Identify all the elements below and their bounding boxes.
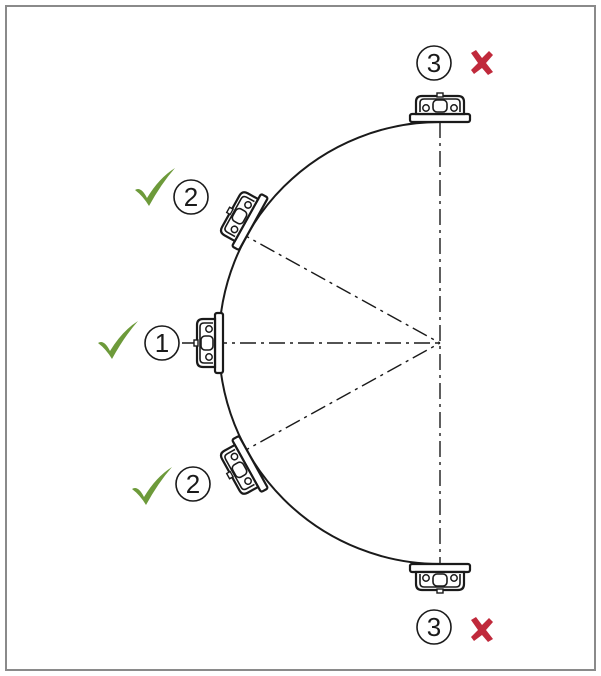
number-circle xyxy=(144,325,180,361)
number-circle xyxy=(416,45,452,81)
cross-icon xyxy=(471,50,493,75)
position-number: 1 xyxy=(155,328,169,358)
position-number: 2 xyxy=(186,469,200,499)
position-label-2: 2 xyxy=(132,466,211,505)
position-label-3: 3 xyxy=(416,45,493,81)
checkmark-icon xyxy=(132,467,172,505)
position-label-3: 3 xyxy=(416,609,493,645)
position-number: 3 xyxy=(427,48,441,78)
position-label-2: 2 xyxy=(135,168,209,215)
diagram-frame xyxy=(5,5,596,671)
lower-diagonal-line xyxy=(234,342,441,457)
checkmark-icon xyxy=(135,168,175,206)
device-position-3-top xyxy=(408,91,472,124)
device-position-2-lower xyxy=(212,434,270,504)
upper-diagonal-line xyxy=(234,229,441,344)
number-circle xyxy=(173,179,209,215)
device-position-2-upper xyxy=(212,182,270,252)
position-label-1: 1 xyxy=(98,321,180,361)
device-position-1-middle xyxy=(192,311,225,375)
cross-icon xyxy=(471,617,493,642)
device-position-3-bottom xyxy=(408,562,472,595)
number-circle xyxy=(175,466,211,502)
number-circle xyxy=(416,609,452,645)
checkmark-icon xyxy=(98,321,138,359)
position-number: 3 xyxy=(427,612,441,642)
position-number: 2 xyxy=(184,182,198,212)
